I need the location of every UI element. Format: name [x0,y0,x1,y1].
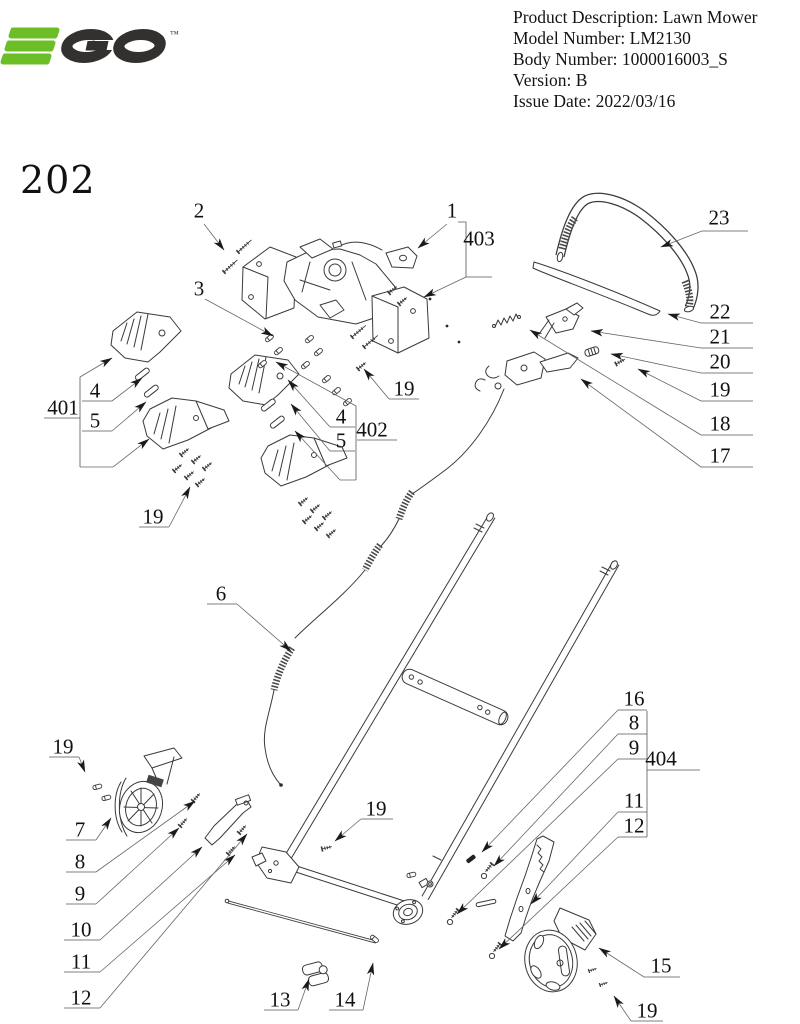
switch-console-assembly [241,238,430,354]
lower-handle-left-tube [281,512,496,865]
control-cable [263,378,505,787]
trademark-symbol: ™ [170,29,179,39]
left-tube-bracket [251,846,300,884]
spring [492,313,521,328]
latch-lever [538,302,584,339]
pivot-flange [392,899,424,925]
body-number: Body Number: 1000016003_S [513,49,728,69]
fasteners [92,237,627,988]
rod-clamp [301,961,330,987]
side-bracket [524,907,597,993]
flange-bolt [418,877,434,889]
cross-brace [401,668,509,726]
model-number: Model Number: LM2130 [513,28,691,48]
leader-lines [77,223,703,1022]
handle-clamp-left [110,311,230,450]
knurled-pin [584,346,600,357]
callout-brackets [44,221,700,837]
upper-handle-bar [555,192,699,313]
callout-underlines [49,230,753,1022]
ego-logo-e-bars [0,27,60,65]
issue-date: Issue Date: 2022/03/16 [513,91,676,111]
lower-handle-right-tube [421,560,620,900]
locking-lever [204,794,252,846]
cable-anchor-link [485,351,579,386]
page-number: 202 [20,158,96,202]
ego-logo: ™ [0,27,179,65]
adjuster-arm [475,835,555,942]
bail-bar [532,261,661,316]
header-info: Product Description: Lawn Mower Model Nu… [513,7,757,112]
product-description: Product Description: Lawn Mower [513,7,758,27]
ego-logo-go [61,29,166,63]
handle-clamp-right [228,354,348,487]
version: Version: B [513,70,588,90]
lower-handle-cross-tube [285,862,412,910]
height-adjust-wheel [114,747,183,837]
torsion-rod [224,898,380,944]
